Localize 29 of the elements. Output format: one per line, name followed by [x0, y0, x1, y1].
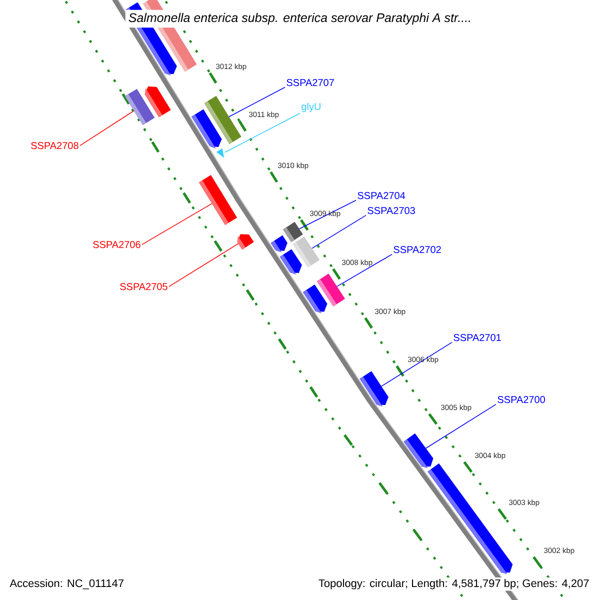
gene-feature: [360, 371, 388, 407]
leader-line: [298, 200, 356, 230]
title: Salmonella enterica subsp. enterica serovar Paratyphi A str....: [125, 10, 475, 28]
leader-line: [80, 110, 134, 146]
gene-label: SSPA2702: [394, 246, 441, 254]
gene-feature: [216, 148, 224, 158]
leader-line: [224, 112, 300, 153]
gene-feature: [237, 234, 254, 250]
gene-label: SSPA2703: [368, 207, 415, 214]
leader-line: [228, 86, 286, 118]
gene-label: SSPA2708: [31, 142, 78, 150]
gene-feature: [404, 433, 434, 468]
leader-line: [312, 214, 366, 249]
leader-line: [168, 243, 239, 287]
leader-line: [336, 254, 392, 287]
gene-label: SSPA2705: [120, 283, 168, 290]
info-text: Topology: circular; Length: 4,581,797 bp; Genes: 4,207: [316, 578, 591, 591]
leader-line: [142, 203, 212, 245]
gene-label: glyU: [302, 102, 320, 112]
gene-label: SSPA2700: [498, 396, 545, 404]
leader-line: [426, 404, 496, 449]
gene-feature: [198, 175, 238, 225]
gene-feature: [204, 96, 242, 144]
gene-label: SSPA2701: [454, 334, 501, 342]
info-text: Accession: NC_011147: [8, 578, 126, 591]
leader-line: [381, 342, 452, 387]
gene-label: SSPA2704: [358, 192, 406, 200]
gene-label: SSPA2706: [93, 241, 140, 248]
gene-label: SSPA2707: [286, 79, 334, 86]
